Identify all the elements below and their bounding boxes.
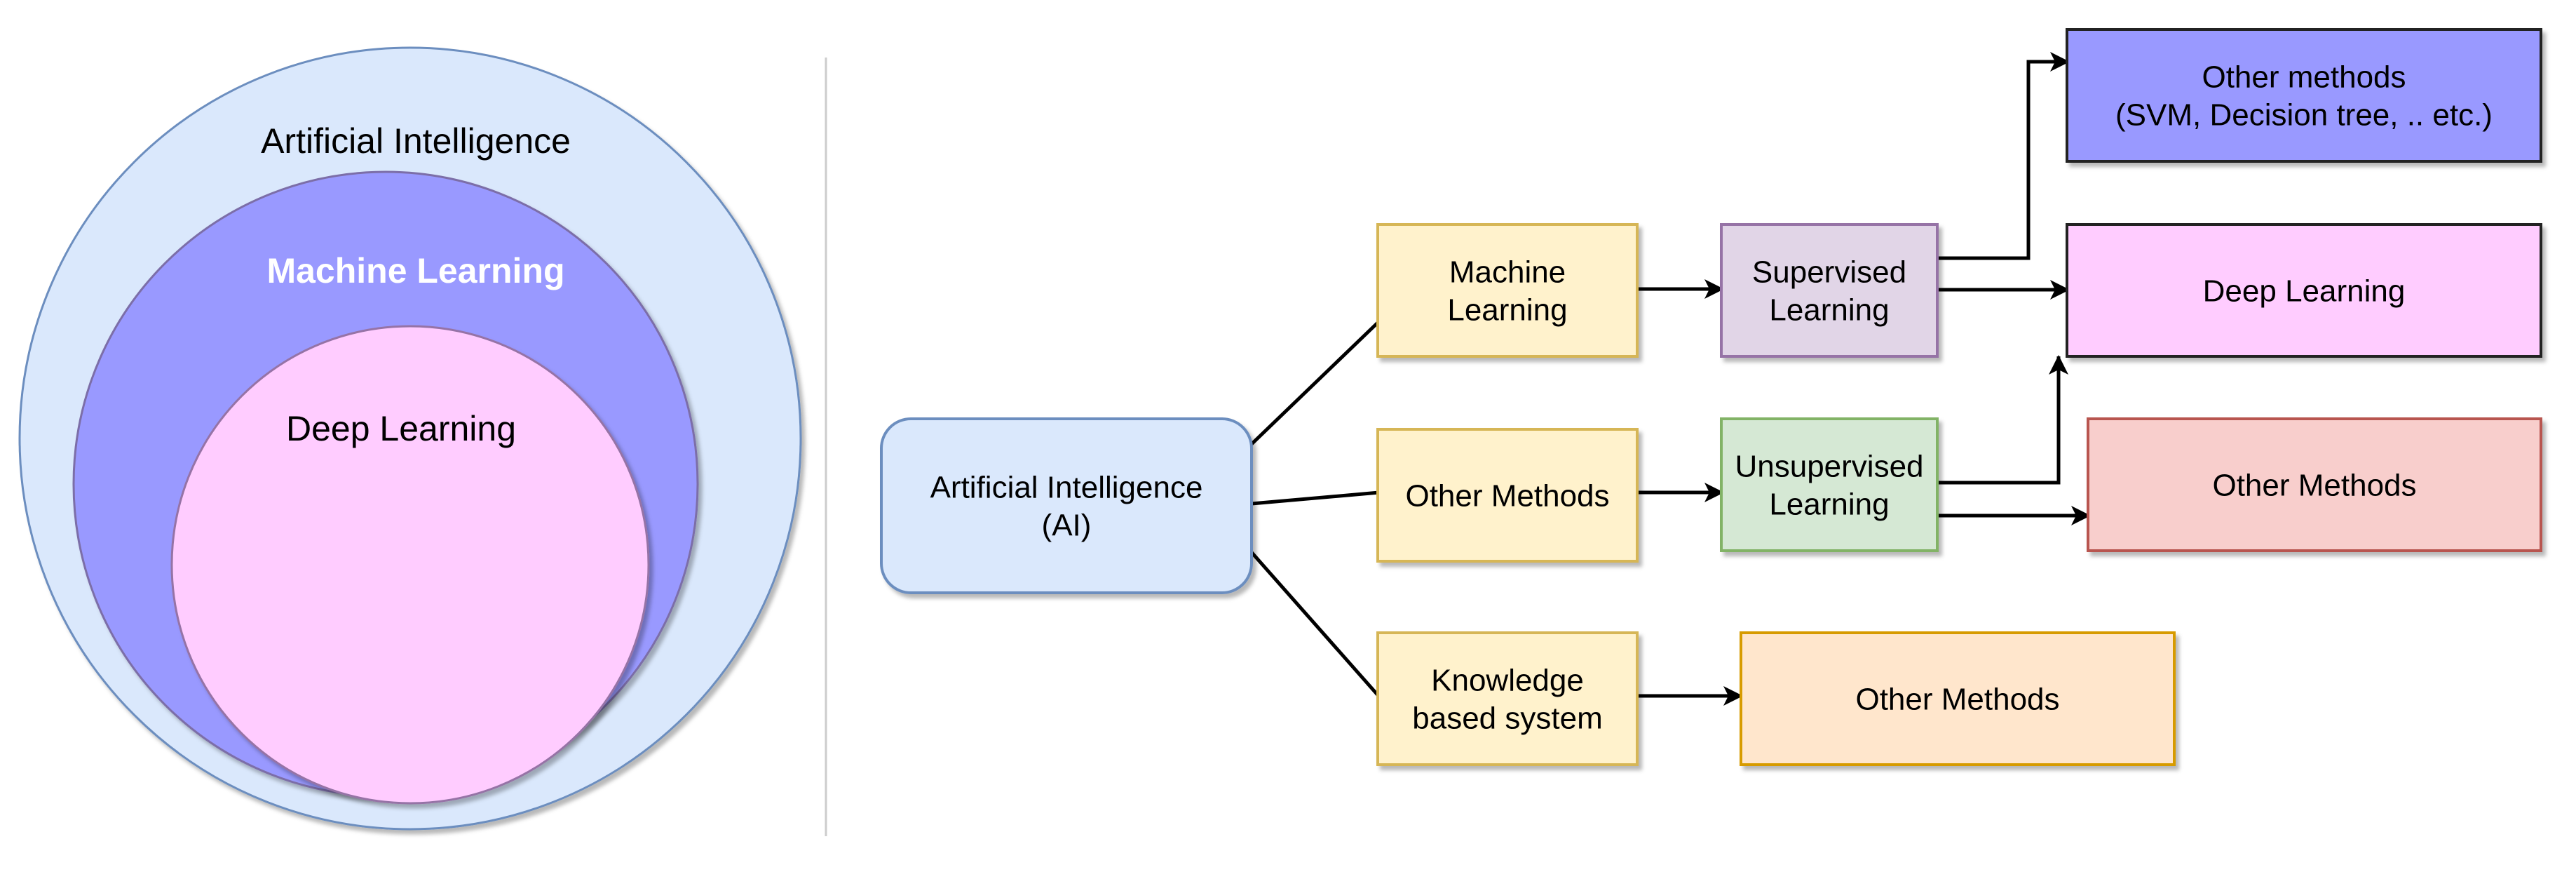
node-other-methods-middle: Other Methods bbox=[1376, 428, 1639, 563]
node-unsupervised-learning-label-line-1: Unsupervised bbox=[1735, 449, 1923, 483]
node-knowledge-based-system-label-line-2: based system bbox=[1412, 701, 1602, 735]
flow-nodes: Artificial Intelligence (AI) MachineLearni… bbox=[880, 28, 2542, 766]
node-other-methods-svm-label-line-2: (SVM, Decision tree, .. etc.) bbox=[2115, 98, 2493, 132]
edge-root-other bbox=[1251, 490, 1380, 506]
node-knowledge-based-system-box bbox=[1376, 631, 1639, 766]
venn-group: Artificial Intelligence Machine Learning… bbox=[18, 46, 802, 831]
node-unsupervised-learning-box bbox=[1720, 417, 1939, 552]
node-supervised-learning-label-line-2: Learning bbox=[1769, 293, 1889, 327]
node-other-methods-svm: Other methods (SVM, Decision tree, .. etc… bbox=[2066, 28, 2542, 163]
node-deep-learning: Deep Learning bbox=[2066, 223, 2542, 358]
node-machine-learning-label-line-2: Learning bbox=[1447, 293, 1567, 327]
venn-inner-circle bbox=[170, 325, 650, 805]
node-artificial-intelligence-box bbox=[880, 417, 1253, 594]
venn-outer-label: Artificial Intelligence bbox=[261, 121, 571, 161]
edge-root-ml bbox=[1249, 320, 1381, 447]
node-other-methods-svm-box bbox=[2066, 28, 2542, 163]
node-artificial-intelligence-label-line-1: Artificial Intelligence bbox=[930, 470, 1203, 504]
connectors bbox=[1249, 52, 2091, 706]
venn-inner-label: Deep Learning bbox=[286, 409, 516, 448]
node-knowledge-based-system: Knowledge based system bbox=[1376, 631, 1639, 766]
node-other-methods-red: Other Methods bbox=[2087, 417, 2542, 552]
node-artificial-intelligence: Artificial Intelligence (AI) bbox=[880, 417, 1253, 594]
node-supervised-learning-label-line-1: Supervised bbox=[1752, 255, 1906, 289]
node-other-methods-orange-box bbox=[1740, 631, 2176, 766]
node-deep-learning-label-line-1: Deep Learning bbox=[2203, 274, 2406, 308]
node-unsupervised-learning-label-line-2: Learning bbox=[1769, 487, 1889, 521]
edge-root-kbs bbox=[1249, 549, 1381, 698]
node-artificial-intelligence-label-line-2: (AI) bbox=[1042, 508, 1092, 542]
node-machine-learning-label-line-1: Machine bbox=[1449, 255, 1566, 289]
node-other-methods-orange: Other Methods bbox=[1740, 631, 2176, 766]
node-other-methods-red-box bbox=[2087, 417, 2542, 552]
node-other-methods-red-label-line-1: Other Methods bbox=[2212, 468, 2416, 502]
node-other-methods-middle-box bbox=[1376, 428, 1639, 563]
node-other-methods-orange-label-line-1: Other Methods bbox=[1855, 682, 2059, 716]
node-deep-learning-box bbox=[2066, 223, 2542, 358]
node-machine-learning-box bbox=[1376, 223, 1639, 358]
edge-unsupervised-deep bbox=[1937, 355, 2068, 485]
node-supervised-learning-box bbox=[1720, 223, 1939, 358]
edge-supervised-svm bbox=[1937, 52, 2070, 260]
venn-middle-label: Machine Learning bbox=[266, 251, 564, 290]
node-other-methods-svm-label-line-1: Other methods bbox=[2202, 60, 2406, 94]
node-knowledge-based-system-label-line-1: Knowledge bbox=[1431, 663, 1584, 697]
node-other-methods-middle-label-line-1: Other Methods bbox=[1405, 478, 1609, 513]
